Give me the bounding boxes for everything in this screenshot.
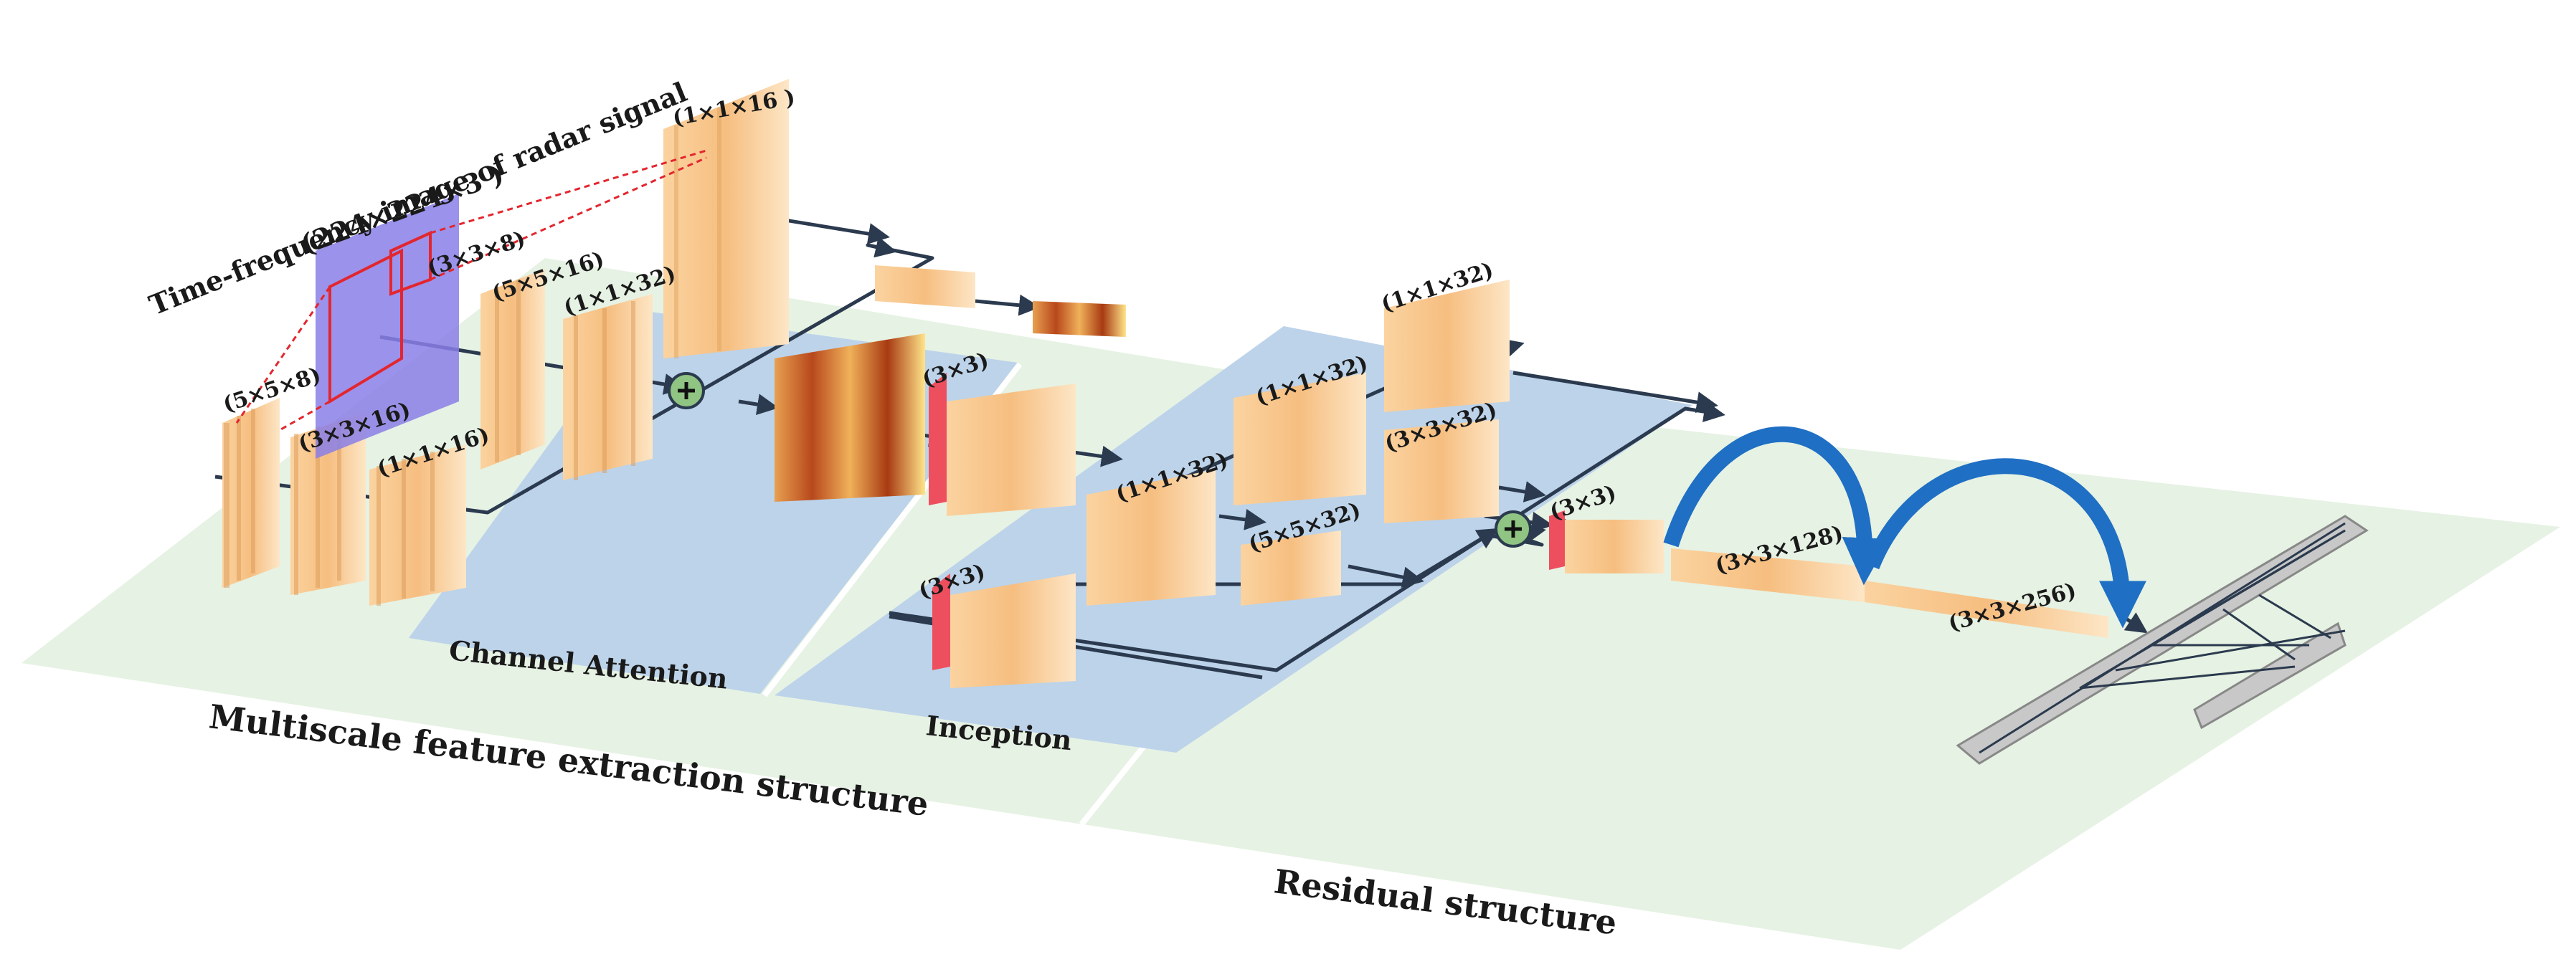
feature-block-1x1x16-a <box>369 444 466 606</box>
feature-block-3x3x32 <box>1384 419 1499 523</box>
plus-circle-icon <box>668 372 705 409</box>
fully-connected-layers <box>1956 515 2369 765</box>
skip-arrow-2 <box>1864 458 2146 629</box>
feature-block-1x1x32-a <box>563 294 653 480</box>
feature-block-3x3x16 <box>290 412 366 595</box>
feature-block-after-3x3-a <box>947 384 1076 516</box>
feature-block-3x3x256 <box>1865 581 2108 638</box>
attention-vector-2 <box>1033 301 1126 337</box>
plus-circle-icon <box>1495 510 1532 548</box>
feature-block-1x1x32-c <box>1233 373 1366 505</box>
feature-block-5x5x8 <box>222 398 280 588</box>
input-image <box>235 149 707 459</box>
feature-block-after-3x3-b <box>950 573 1076 688</box>
feature-maps <box>222 79 2108 688</box>
attention-vector-1 <box>875 265 975 308</box>
feature-block-3x3x128 <box>1671 548 1865 602</box>
conv-red-3x3-c <box>1549 510 1565 570</box>
feature-block-after-3x3-c <box>1565 520 1664 573</box>
feature-block-1x1x32-d <box>1384 280 1510 412</box>
feature-block-1x1x32-b <box>1086 470 1216 606</box>
feature-block-5x5x16 <box>480 269 545 470</box>
conv-red-3x3-a <box>929 373 947 505</box>
attention-block <box>775 333 925 502</box>
feature-block-5x5x32 <box>1241 530 1341 606</box>
skip-arrow-1 <box>1663 426 1890 586</box>
feature-block-1x1x16-top <box>663 79 789 358</box>
conv-red-3x3-b <box>932 573 950 670</box>
